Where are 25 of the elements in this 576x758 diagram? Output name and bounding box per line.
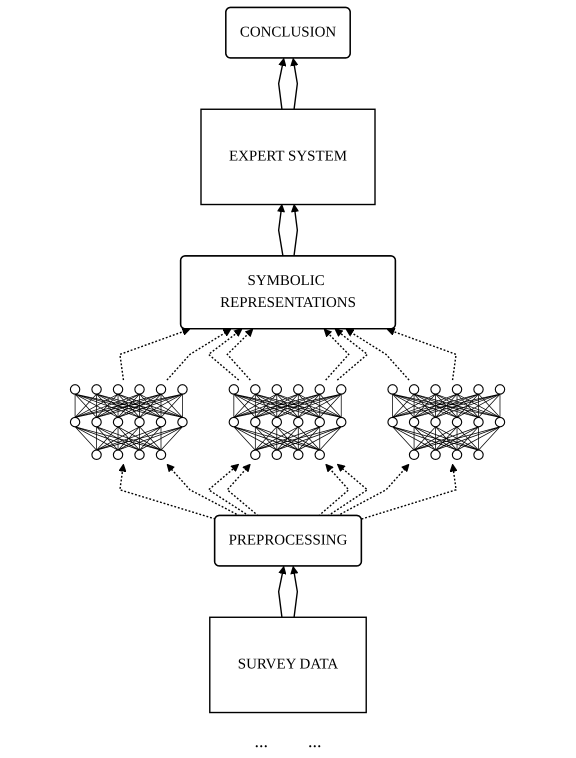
process-box: CONCLUSION (225, 6, 351, 59)
arrow (290, 204, 300, 256)
ellipsis-mark: ... (254, 731, 268, 752)
arrow (278, 58, 286, 110)
dashed-arrow (208, 328, 242, 381)
dashed-arrow (166, 328, 232, 381)
process-box: SURVEY DATA (209, 616, 367, 714)
process-box: SYMBOLIC REPRESENTATIONS (180, 255, 396, 330)
dashed-arrow (119, 328, 190, 380)
process-box: PREPROCESSING (214, 514, 362, 567)
dashed-arrow (361, 464, 458, 520)
arrow (278, 566, 286, 618)
dashed-arrow (226, 328, 254, 381)
arrow (290, 58, 298, 110)
dashed-arrow (318, 464, 350, 516)
dashed-arrow (226, 464, 259, 516)
arrow (276, 204, 286, 256)
process-box: EXPERT SYSTEM (200, 108, 376, 206)
dashed-arrow (334, 328, 368, 381)
ellipsis-mark: ... (308, 731, 322, 752)
dashed-arrow (346, 328, 410, 381)
dashed-arrow (386, 328, 457, 380)
arrow (290, 566, 298, 618)
dashed-arrow (324, 328, 350, 381)
dashed-arrow (118, 464, 216, 520)
